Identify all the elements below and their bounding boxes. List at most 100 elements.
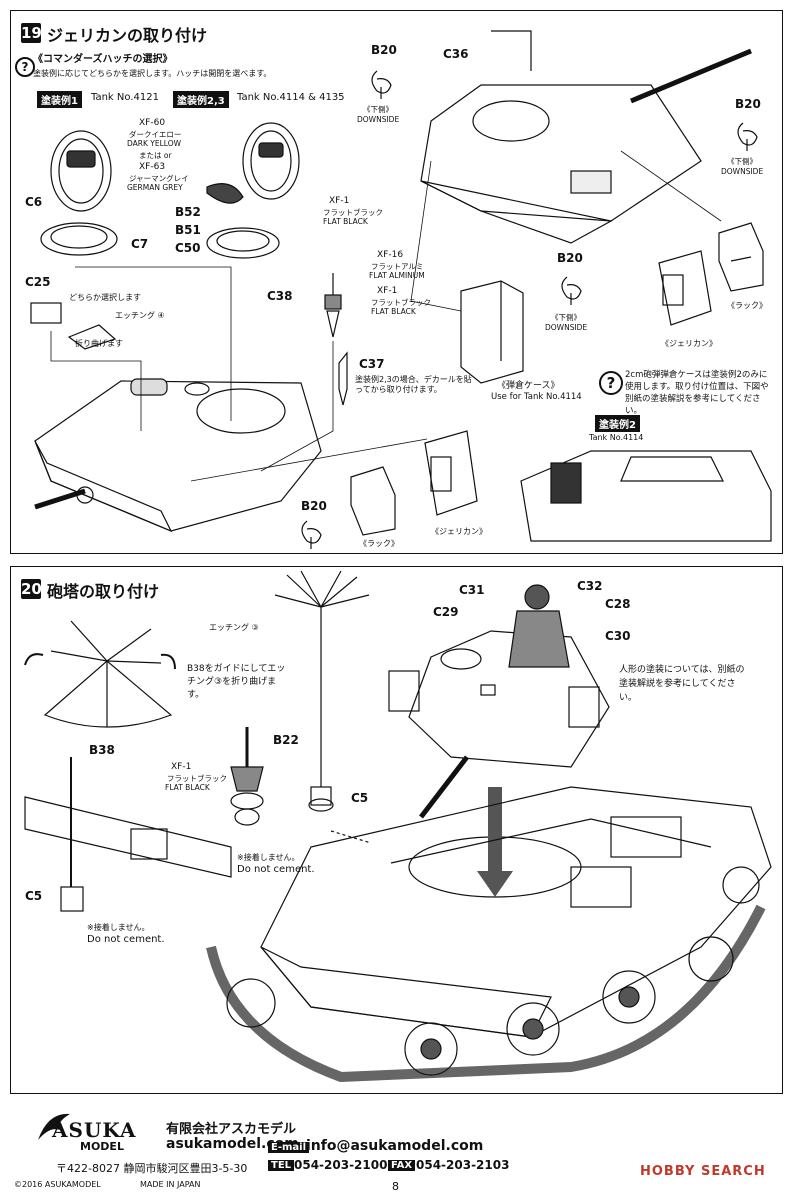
step19-title: ジェリカンの取り付け [47, 26, 208, 45]
email-link[interactable]: info@asukamodel.com [306, 1138, 484, 1154]
xf63-en: GERMAN GREY [127, 183, 183, 192]
hatch-c7-open [40, 222, 118, 256]
part-c25-shape [30, 302, 62, 324]
step20-title: 砲塔の取り付け [47, 582, 160, 601]
xf1-en-b: FLAT BLACK [371, 307, 416, 316]
hatch-c50-open [206, 227, 280, 259]
c37-note: 塗装例2,3の場合、デカールを貼ってから取り付けます。 [355, 375, 472, 394]
etching-4: エッチング ④ [115, 311, 165, 320]
scheme23-badge: 塗装例2,3 [173, 91, 229, 108]
asuka-bird-logo [38, 1113, 70, 1140]
b20-hook-b [737, 122, 758, 151]
label-c38: C38 [267, 289, 293, 303]
hatch-note: 塗装例に応じてどちらかを選択します。ハッチは開閉を選べます。 [33, 69, 272, 78]
label-b20-c: B20 [557, 251, 583, 265]
periscope-b52 [206, 183, 244, 204]
xf1-jp-b: フラットブラック [371, 298, 431, 307]
etching-3: エッチング ③ [209, 623, 259, 632]
xf1-en-20: FLAT BLACK [165, 783, 210, 792]
label-c29: C29 [433, 605, 459, 619]
fax-label: FAX [388, 1160, 416, 1171]
turret-lower-drawing [34, 378, 322, 533]
xf60-en: DARK YELLOW [127, 139, 182, 148]
jerrycan-lower [424, 430, 478, 516]
b20-hook-c [561, 276, 582, 305]
rack-label-a: 《ラック》 [727, 301, 767, 310]
b20-hook-a [371, 70, 392, 99]
company-name: 有限会社アスカモデル [166, 1122, 297, 1137]
brand-line1: ASUKA [52, 1118, 137, 1142]
ammo-use: Use for Tank No.4114 [491, 392, 582, 402]
tel-value: 054-203-2100 [294, 1158, 388, 1172]
jerrycan-label-a: 《ジェリカン》 [661, 339, 717, 348]
xf16-jp: フラットアルミ [371, 262, 424, 271]
question-icon: ? [15, 57, 35, 77]
downside-jp-a: 《下側》 [363, 105, 393, 114]
email-label: E-mail [268, 1142, 310, 1153]
xf1-code-b: XF-1 [377, 286, 398, 296]
page-number: 8 [392, 1180, 399, 1193]
ammo-case-label: 《弾倉ケース》 [497, 381, 560, 391]
label-c36: C36 [443, 47, 469, 61]
hatch-c6-disk [50, 130, 112, 212]
downside-en-a: DOWNSIDE [357, 115, 400, 124]
label-b20-d: B20 [301, 499, 327, 513]
downside-jp-b: 《下側》 [727, 157, 757, 166]
b38-note: B38をガイドにしてエッチング③を折り曲げます。 [187, 664, 286, 700]
rack-label-b: 《ラック》 [359, 539, 399, 548]
or-text: または or [139, 151, 172, 160]
brand-line2: MODEL [80, 1140, 124, 1153]
ammo-note: 2cm砲弾弾倉ケースは塗装例2のみに使用します。取り付け位置は、下図や別紙の塗装… [625, 370, 769, 416]
no-cement-en-b: Do not cement. [87, 934, 165, 945]
copyright: ©2016 ASUKAMODEL [14, 1180, 101, 1189]
label-c5-b: C5 [25, 889, 43, 903]
website-link[interactable]: asukamodel.com [166, 1136, 299, 1152]
no-cement-jp-a: ※接着しません。 [237, 853, 300, 862]
label-c6: C6 [25, 195, 43, 209]
fax-value: 054-203-2103 [416, 1158, 510, 1172]
label-c31: C31 [459, 583, 485, 597]
commander-figure-head [524, 584, 550, 610]
xf16-code: XF-16 [377, 250, 404, 260]
scheme23-tank: Tank No.4114 & 4135 [237, 92, 345, 103]
rack-lower [350, 466, 396, 536]
made-in: MADE IN JAPAN [140, 1180, 201, 1189]
part-c38-shape [324, 273, 342, 338]
xf16-en: FLAT ALMINUM [369, 271, 425, 280]
part-b22-shape [230, 727, 264, 826]
rotation-arrow-icon [408, 787, 582, 898]
step20-drawing [24, 570, 772, 1083]
address: 〒422-8027 静岡市駿河区豊田3-5-30 [56, 1162, 248, 1175]
step19-number: 19 [21, 23, 42, 43]
tel-label: TEL [268, 1160, 295, 1171]
label-c37: C37 [359, 357, 385, 371]
turret-upper-drawing [420, 30, 752, 244]
label-c5-a: C5 [351, 791, 369, 805]
watermark: HOBBY SEARCH [640, 1164, 766, 1179]
no-cement-en-a: Do not cement. [237, 864, 315, 875]
no-cement-jp-b: ※接着しません。 [87, 923, 150, 932]
label-b22: B22 [273, 733, 299, 747]
hatch-heading: 《コマンダーズハッチの選択》 [33, 54, 173, 65]
scheme1-badge: 塗装例1 [37, 91, 82, 108]
part-c37-shape [338, 351, 348, 406]
jerrycan-label-b: 《ジェリカン》 [431, 527, 487, 536]
hull-rail-detail [24, 757, 232, 912]
etching-umbrella [274, 570, 370, 787]
bend-note: 折り曲げます [75, 339, 123, 348]
xf1-jp-20: フラットブラック [167, 774, 227, 783]
b38-cone [24, 620, 176, 728]
figure-note: 人形の塗装については、別紙の塗装解説を参考にしてください。 [619, 665, 745, 703]
downside-en-c: DOWNSIDE [545, 323, 588, 332]
scheme2-badge: 塗装例2 [595, 415, 640, 432]
rack-upper [718, 222, 764, 292]
xf60-jp: ダークイエロー [129, 130, 182, 139]
step19-panel: 19 ジェリカンの取り付け 《コマンダーズハッチの選択》 ? 塗装例に応じてどち… [10, 10, 783, 554]
b20-hook-d [301, 520, 322, 549]
xf63-code: XF-63 [139, 162, 166, 172]
downside-en-b: DOWNSIDE [721, 167, 764, 176]
xf1-en: FLAT BLACK [323, 217, 368, 226]
label-b38: B38 [89, 743, 115, 757]
scheme2-tank: Tank No.4114 [589, 433, 644, 442]
part-c5-shape [308, 786, 372, 844]
